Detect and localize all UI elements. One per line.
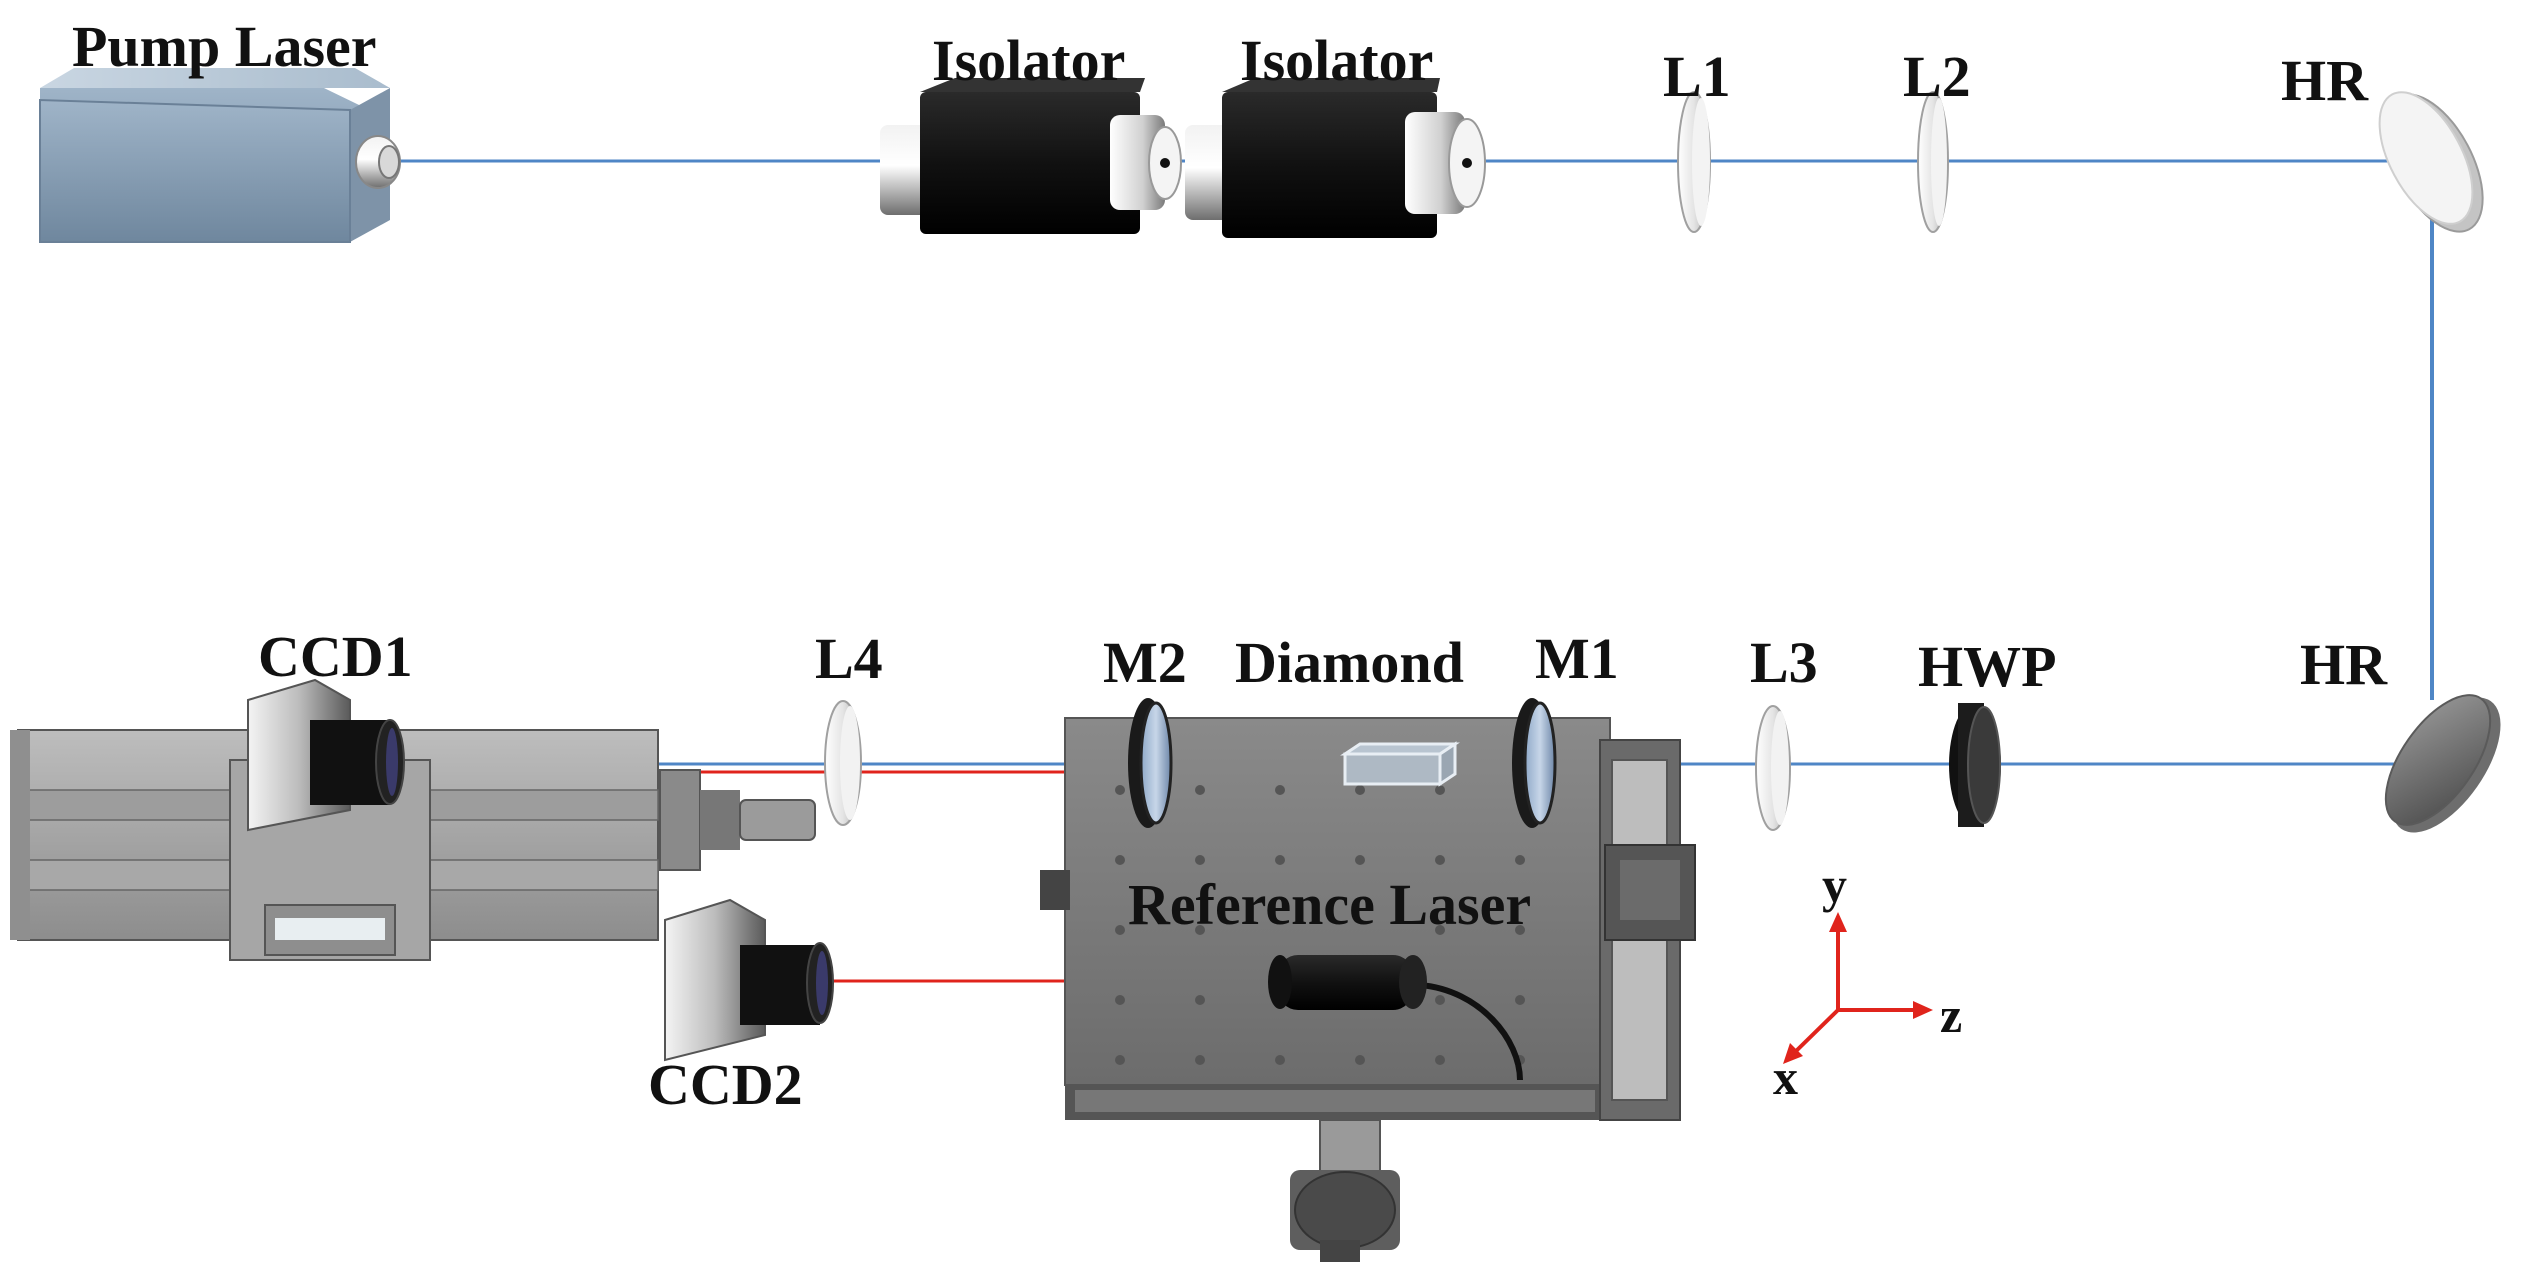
ccd2-camera <box>664 898 834 1062</box>
axis-label-x: x <box>1773 1049 1798 1105</box>
isolator-1 <box>880 78 1182 234</box>
translation-stage-xyz <box>1040 717 1696 1262</box>
axis-label-y: y <box>1822 857 1847 913</box>
lens-l4 <box>824 700 862 826</box>
label-hr-top: HR <box>2281 48 2368 113</box>
label-l3: L3 <box>1750 630 1818 695</box>
label-reference-laser: Reference Laser <box>1128 872 1532 937</box>
label-l1: L1 <box>1663 44 1731 109</box>
isolator-2 <box>1185 78 1486 238</box>
mirror-m1 <box>1512 698 1557 828</box>
linear-rail-stage <box>10 729 816 961</box>
lens-l2 <box>1917 91 1949 233</box>
label-isolator-1: Isolator <box>932 28 1126 93</box>
label-m1: M1 <box>1535 626 1619 691</box>
label-hr-bottom: HR <box>2300 632 2387 697</box>
label-pump-laser: Pump Laser <box>72 14 377 79</box>
ccd1-camera <box>247 678 405 832</box>
label-isolator-2: Isolator <box>1240 28 1434 93</box>
label-ccd2: CCD2 <box>648 1052 803 1117</box>
lens-l3 <box>1755 705 1791 831</box>
label-l2: L2 <box>1903 44 1971 109</box>
label-hwp: HWP <box>1918 634 2057 699</box>
lens-l1 <box>1677 91 1711 233</box>
hr-mirror-top <box>2378 91 2484 233</box>
mirror-m2 <box>1128 698 1173 828</box>
hr-mirror-bottom <box>2384 694 2501 833</box>
label-ccd1: CCD1 <box>258 624 413 689</box>
label-m2: M2 <box>1103 630 1187 695</box>
label-diamond: Diamond <box>1235 630 1464 695</box>
pump-laser <box>39 68 401 243</box>
coordinate-axes <box>1783 912 1933 1064</box>
diamond-crystal <box>1340 741 1460 787</box>
axis-label-z: z <box>1940 987 1963 1043</box>
half-wave-plate <box>1949 703 2001 827</box>
reference-laser <box>1268 955 1523 1081</box>
label-l4: L4 <box>815 626 883 691</box>
